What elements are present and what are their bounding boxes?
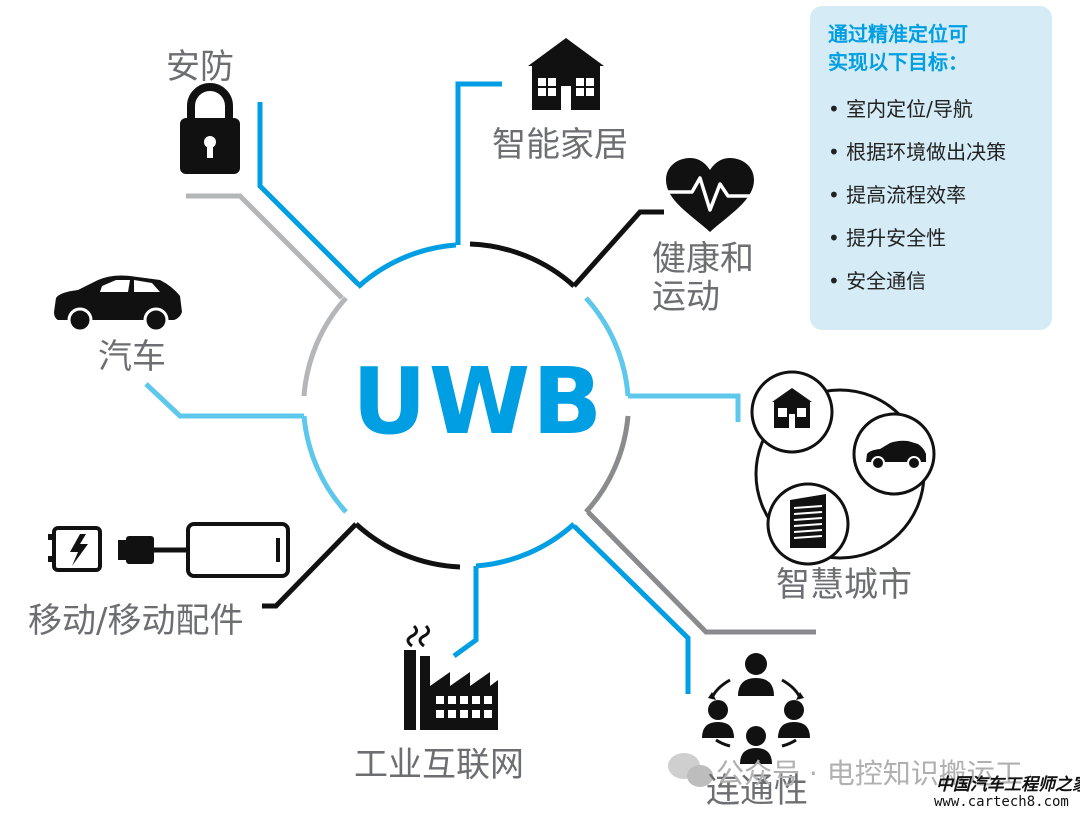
center-title: UWB [352, 348, 605, 455]
arc-car [301, 296, 348, 397]
info-box-list: 室内定位/导航 根据环境做出决策 提高流程效率 提升安全性 安全通信 [828, 88, 1034, 303]
city-cluster-icon [750, 370, 936, 566]
watermark-text: 公众号 · 电控知识搬运工 [716, 757, 1023, 790]
line-security-gray [186, 193, 344, 300]
line-iiot [452, 566, 479, 659]
label-car: 汽车 [98, 337, 166, 377]
label-mobile: 移动/移动配件 [28, 601, 244, 641]
line-car [144, 382, 304, 419]
car-icon [54, 275, 182, 333]
charger-phone-icon [48, 522, 290, 578]
line-connectivity-blue [572, 524, 691, 694]
arc-iiot [354, 522, 461, 570]
label-health: 健康和 运动 [652, 239, 754, 318]
label-connectivity: 连通性 [706, 771, 808, 811]
label-smart-city: 智慧城市 [776, 565, 912, 605]
label-smart-home: 智能家居 [492, 125, 628, 165]
heart-pulse-icon [666, 158, 754, 232]
info-item: 提高流程效率 [828, 174, 1034, 217]
info-item: 安全通信 [828, 260, 1034, 303]
arc-mobile [301, 415, 348, 514]
watermark-logo-text: 中国汽车工程师之家 [936, 775, 1080, 795]
info-item: 根据环境做出决策 [828, 131, 1034, 174]
label-iiot: 工业互联网 [354, 745, 524, 785]
factory-icon [404, 624, 498, 730]
arc-connectivity [475, 522, 576, 569]
wechat-logo-icon [668, 753, 713, 787]
line-smart-home [455, 81, 502, 245]
info-box-title: 通过精准定位可 实现以下目标： [828, 22, 968, 74]
arc-smart-home [356, 242, 457, 289]
label-security: 安防 [166, 47, 234, 87]
line-mobile [262, 522, 358, 609]
info-item: 提升安全性 [828, 217, 1034, 260]
line-health [572, 209, 664, 288]
line-security-blue [257, 102, 360, 286]
padlock-icon [180, 83, 240, 174]
arc-smart-city-bottom [584, 415, 631, 514]
arc-health [469, 241, 576, 288]
info-box: 通过精准定位可 实现以下目标： 室内定位/导航 根据环境做出决策 提高流程效率 … [810, 6, 1052, 330]
house-icon [528, 38, 604, 110]
arc-smart-city-top [584, 296, 631, 397]
watermark-url: www.cartech8.com [934, 794, 1069, 810]
line-connectivity-gray [586, 510, 816, 635]
info-item: 室内定位/导航 [828, 88, 1034, 131]
people-network-icon [702, 653, 810, 764]
line-smart-city [628, 393, 741, 422]
